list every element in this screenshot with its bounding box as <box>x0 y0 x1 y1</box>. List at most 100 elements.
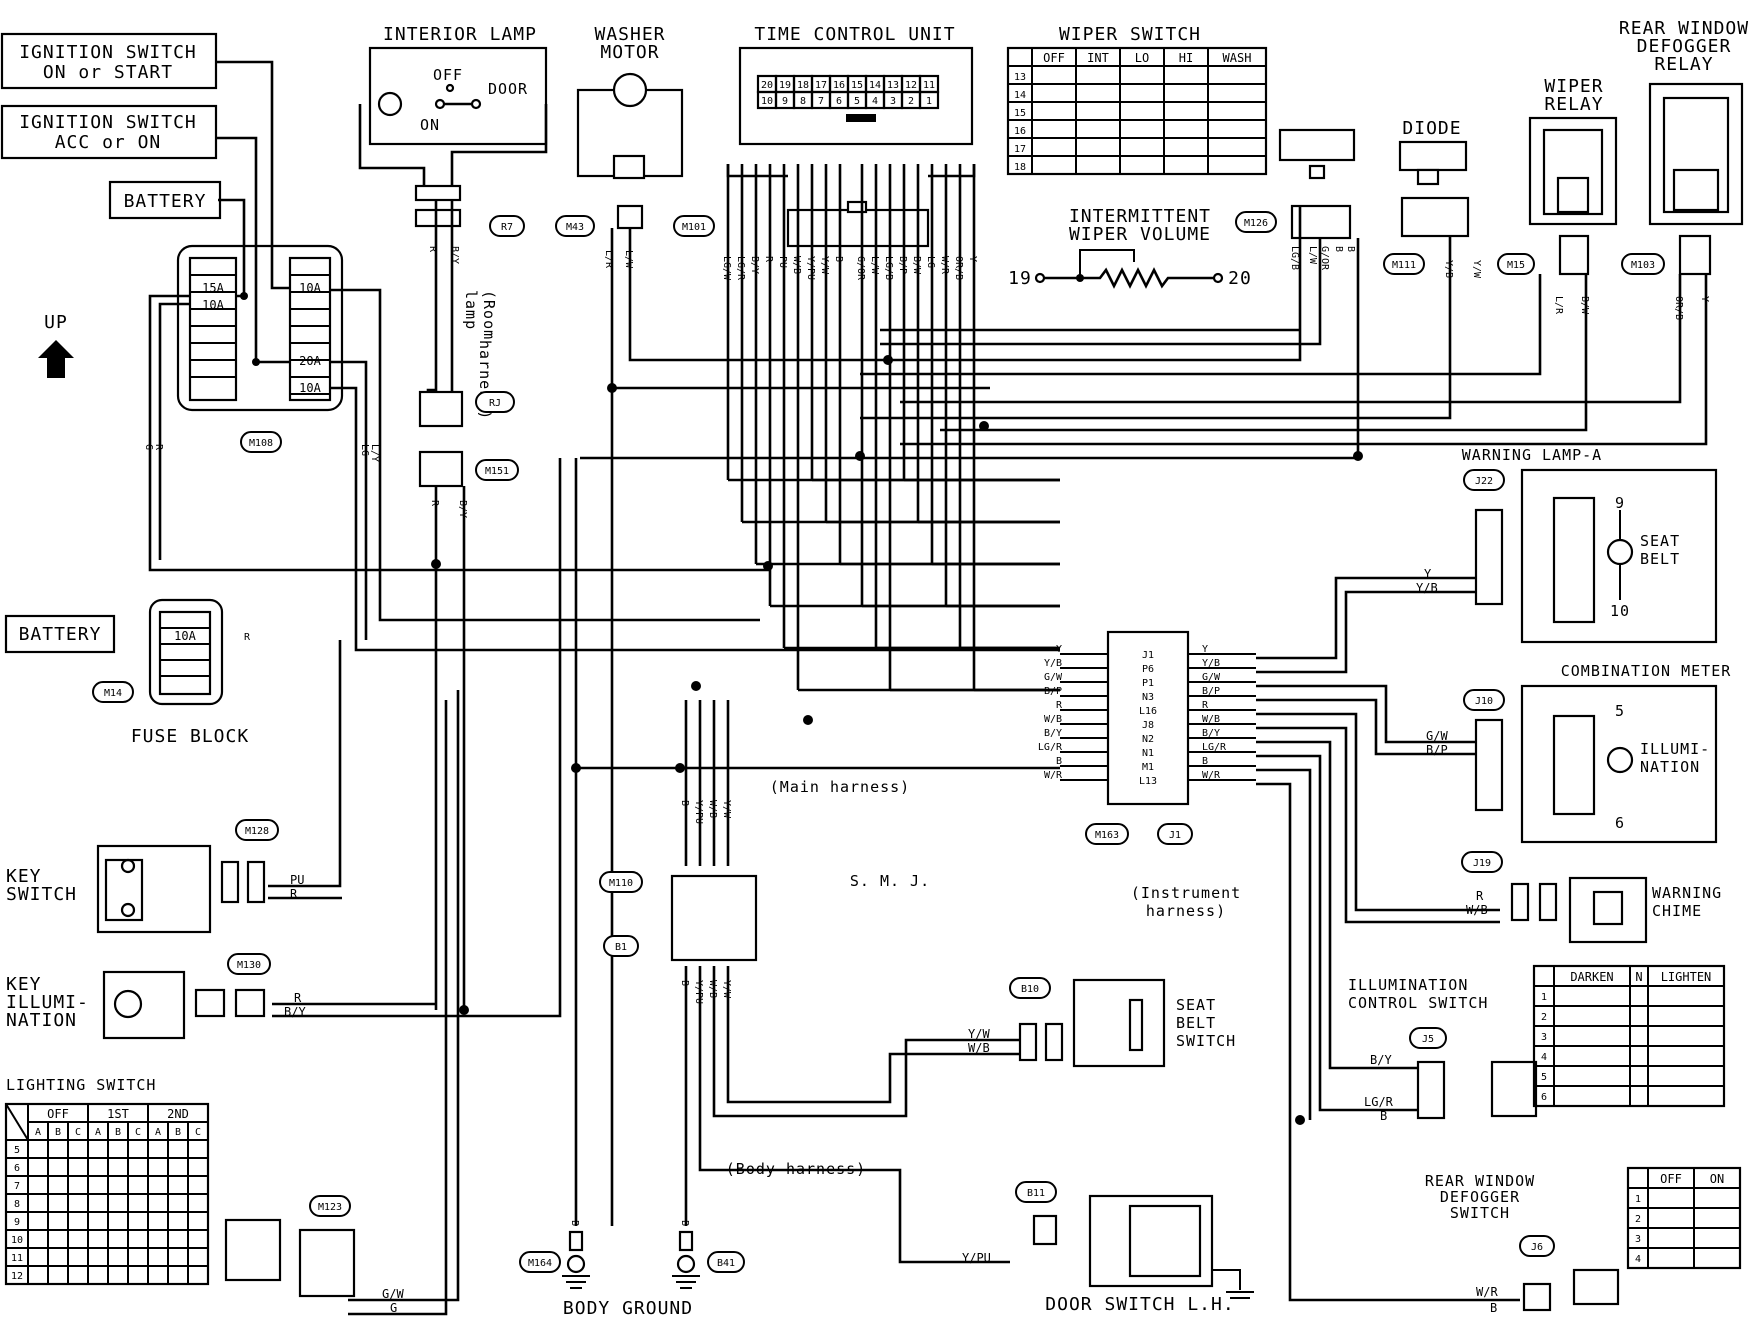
m163-right-wire: W/R <box>1202 770 1221 781</box>
svg-text:WASHER: WASHER <box>594 24 665 45</box>
svg-text:SWITCH: SWITCH <box>6 884 77 905</box>
svg-text:R7: R7 <box>501 222 513 233</box>
svg-text:WIPER: WIPER <box>1544 76 1603 97</box>
wiper-switch-row: 16 <box>1014 126 1026 137</box>
lighting-switch-subcol: C <box>195 1127 201 1138</box>
m163-pin: L13 <box>1139 776 1157 787</box>
svg-text:J19: J19 <box>1473 858 1491 869</box>
illum-switch-col: N <box>1635 970 1642 984</box>
svg-text:5: 5 <box>1615 702 1625 720</box>
warning-chime: WARNING CHIME J19 <box>1461 851 1721 944</box>
wire-color-label: PU <box>290 873 304 887</box>
wire-color-label: B/P <box>897 256 908 274</box>
m163-right-wire: Y/B <box>1202 658 1220 669</box>
fuse-m14-10a: 10A <box>174 629 196 643</box>
illum-switch-row: 3 <box>1541 1032 1547 1043</box>
svg-text:WIPER VOLUME: WIPER VOLUME <box>1069 224 1211 245</box>
wire-color-label: W/B <box>791 256 802 274</box>
svg-text:ILLUMINATION: ILLUMINATION <box>1348 976 1468 994</box>
wire-color-label: G/OR <box>1319 246 1330 271</box>
ignition-switch-acc-on-sublabel: ACC or ON <box>55 132 162 153</box>
svg-text:B10: B10 <box>1021 984 1039 995</box>
wire-color-label: LG <box>359 444 370 456</box>
svg-text:J10: J10 <box>1475 696 1493 707</box>
svg-text:INTERMITTENT: INTERMITTENT <box>1069 206 1211 227</box>
defog-switch-col: ON <box>1710 1172 1724 1186</box>
illum-switch-row: 6 <box>1541 1092 1547 1103</box>
svg-text:19: 19 <box>1008 268 1032 289</box>
lighting-switch-subcol: C <box>75 1127 81 1138</box>
svg-text:REAR WINDOW: REAR WINDOW <box>1425 1172 1535 1190</box>
wire-color-label: W/B <box>1466 903 1488 917</box>
wire-color-label: G/W <box>1426 729 1448 743</box>
m163-pin: P6 <box>1142 664 1154 675</box>
svg-text:DEFOGGER: DEFOGGER <box>1440 1188 1520 1206</box>
svg-text:WARNING LAMP-A: WARNING LAMP-A <box>1462 446 1602 464</box>
up-label: UP <box>44 312 68 333</box>
tcu-pin: 18 <box>797 80 809 91</box>
svg-text:SEAT: SEAT <box>1176 996 1216 1014</box>
warning-lamp-a: WARNING LAMP-A 9 10 SEAT BELT <box>1462 446 1718 644</box>
wire-color-label: LG/B <box>883 256 894 280</box>
battery-top-box: BATTERY <box>108 180 222 220</box>
illum-switch-row: 1 <box>1541 992 1547 1003</box>
svg-text:KEY: KEY <box>6 866 42 887</box>
wire-color-label: R <box>290 887 298 901</box>
lighting-switch-subcol: B <box>55 1127 61 1138</box>
svg-text:RELAY: RELAY <box>1654 54 1713 75</box>
wire-color-label: Y/PU <box>962 1251 991 1265</box>
fuse-block-m108: 15A 10A 10A 20A 10A <box>176 244 344 412</box>
m163-left-wire: Y/B <box>1044 658 1062 669</box>
svg-text:BELT: BELT <box>1640 550 1680 568</box>
wire-color-label: B/Y <box>749 256 760 274</box>
wire-color-label: G <box>143 444 154 450</box>
m163-pin: J8 <box>1142 720 1154 731</box>
svg-text:M128: M128 <box>245 826 269 837</box>
connector-m130-tag: M130 <box>227 953 271 975</box>
chime-icon <box>1592 890 1624 926</box>
j10-connector: J10 <box>1463 689 1505 812</box>
svg-text:DEFOGGER: DEFOGGER <box>1637 36 1732 57</box>
up-arrow-icon <box>38 340 74 378</box>
door-switch-lh: B11 DOOR SWITCH L.H. <box>1015 1181 1254 1315</box>
ignition-switch-on-start-label: IGNITION SWITCH <box>19 42 197 63</box>
svg-text:M164: M164 <box>528 1258 552 1269</box>
illumination-lamp-icon <box>1606 746 1634 774</box>
wire-color-label: W/R <box>1476 1285 1498 1299</box>
motor-icon <box>612 72 648 108</box>
illum-switch-row: 5 <box>1541 1072 1547 1083</box>
defog-switch-row: 1 <box>1635 1194 1641 1205</box>
wire-color-label: PU <box>777 256 788 268</box>
connector-m123-tag: M123 <box>309 1195 351 1217</box>
fuse-10a-right-top: 10A <box>299 281 321 295</box>
wire-color-label: B/Y <box>1370 1053 1392 1067</box>
m126-connector <box>1278 128 1356 240</box>
lighting-switch-row: 5 <box>14 1145 20 1156</box>
svg-text:10: 10 <box>1610 602 1630 620</box>
m163-pin: N1 <box>1142 748 1154 759</box>
wire-color-label: B/Y <box>284 1005 306 1019</box>
lighting-switch-subcol: B <box>175 1127 181 1138</box>
j22-connector: J22 <box>1463 469 1505 606</box>
wire-color-label: R <box>429 500 440 507</box>
svg-text:(Room: (Room <box>480 290 498 340</box>
wire-color-label: LG/B <box>1289 246 1300 270</box>
m163-right-wire: LG/R <box>1202 742 1227 753</box>
tcu-pin: 17 <box>815 80 827 91</box>
svg-text:RJ: RJ <box>489 398 501 409</box>
m163-right-wire: R <box>1202 700 1209 711</box>
lighting-switch-row: 10 <box>11 1235 23 1246</box>
wire-color-label: LG/R <box>735 256 746 281</box>
wiper-switch-row: 14 <box>1014 90 1026 101</box>
key-illumination: KEY ILLUMI- NATION <box>6 970 266 1040</box>
tcu-pin: 16 <box>833 80 845 91</box>
wire-color-label: OR/B <box>1673 296 1684 320</box>
wire-color-label: L/Y <box>369 444 380 462</box>
wire-color-label: B/Y <box>457 500 468 518</box>
svg-text:M126: M126 <box>1244 218 1268 229</box>
svg-text:SEAT: SEAT <box>1640 532 1680 550</box>
